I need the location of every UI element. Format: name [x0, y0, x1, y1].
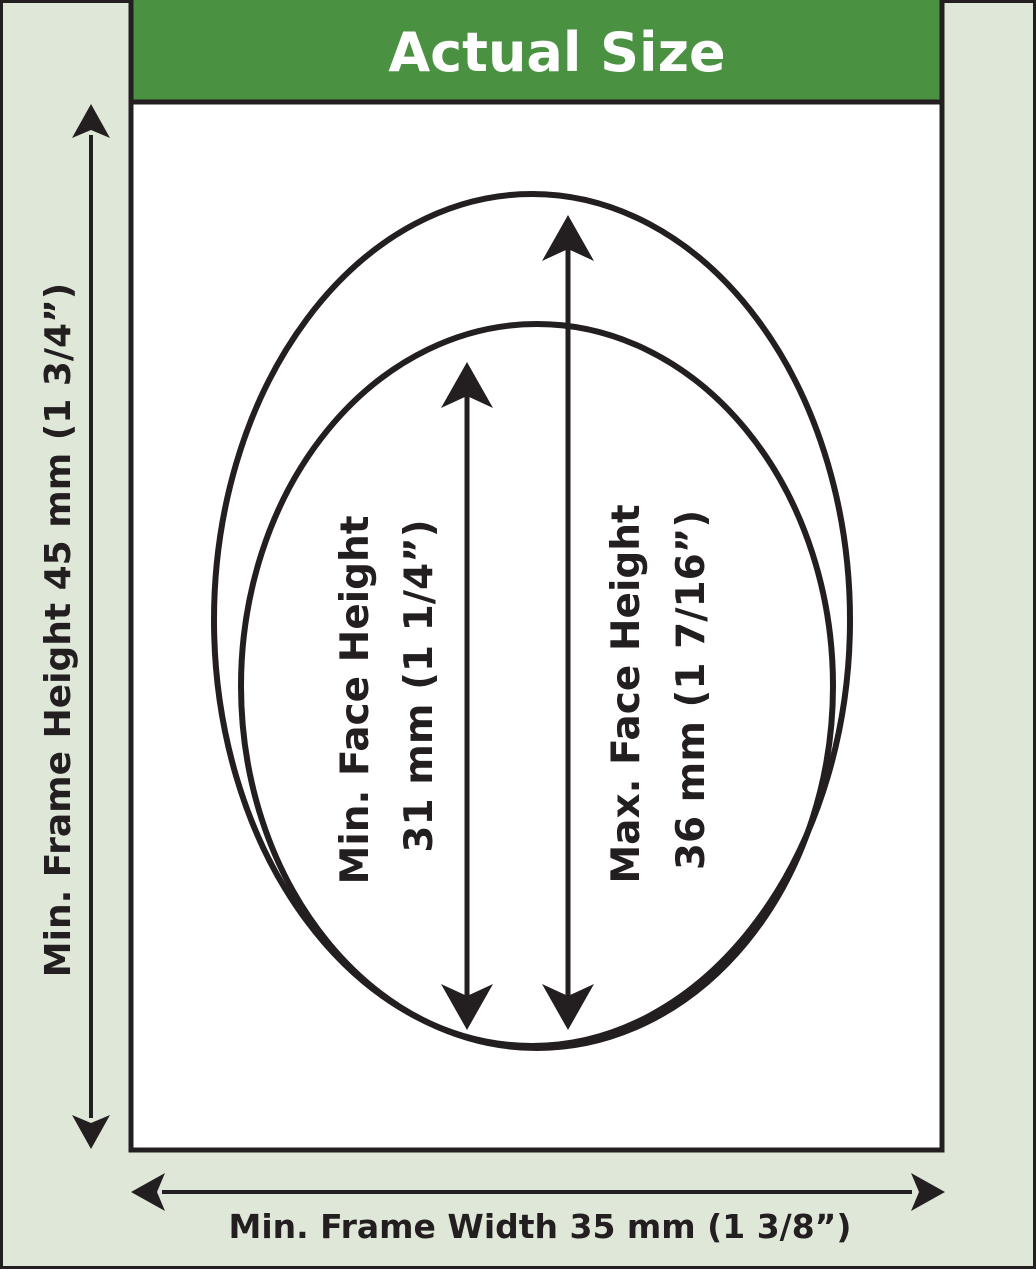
min-face-height-arrow: [441, 362, 493, 1030]
photo-frame: [131, 102, 942, 1150]
frame-height-arrow: [72, 104, 110, 1149]
photo-frame-border: [128, 0, 945, 1153]
min-face-height-label-line2: 31 mm (1 1/4”): [397, 519, 442, 852]
min-face-height-label-line1: Min. Face Height: [333, 516, 378, 885]
max-face-height-arrow: [542, 215, 594, 1030]
max-face-height-label-line2: 36 mm (1 7/16”): [669, 510, 714, 870]
header-band: [131, 0, 942, 102]
max-face-height-label-line1: Max. Face Height: [604, 504, 649, 883]
frame-height-label: Min. Frame Height 45 mm (1 3/4”): [38, 283, 79, 977]
min-face-oval: [238, 321, 836, 1051]
frame-width-label: Min. Frame Width 35 mm (1 3/8”): [229, 1207, 852, 1246]
header-title: Actual Size: [388, 21, 725, 84]
frame-width-arrow: [131, 1173, 945, 1211]
